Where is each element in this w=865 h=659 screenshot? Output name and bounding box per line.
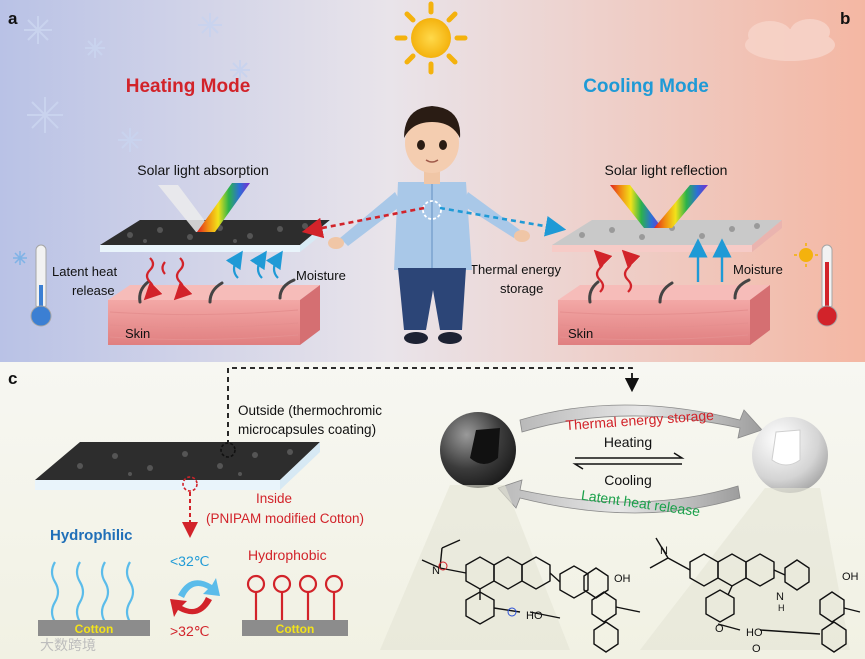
hydrophobic-chains bbox=[246, 574, 344, 622]
temp-low-label: <32℃ bbox=[170, 553, 209, 569]
dark-microcapsule-sphere bbox=[440, 412, 516, 488]
absorbed-light-beam bbox=[158, 183, 250, 232]
molecule-right-h: H bbox=[778, 603, 785, 613]
heating-label: Heating bbox=[604, 434, 652, 450]
solar-absorption-label: Solar light absorption bbox=[137, 162, 269, 178]
panel-c-letter: c bbox=[8, 369, 17, 388]
microcapsule-connector-arrow bbox=[227, 367, 640, 445]
inside-label-line1: Inside bbox=[256, 491, 292, 506]
latent-heat-label-line2: release bbox=[72, 283, 115, 298]
thermal-storage-label-line2: storage bbox=[500, 281, 543, 296]
watermark-text: 大数跨境 bbox=[40, 637, 96, 653]
snowflake-icons bbox=[24, 13, 250, 152]
temp-high-label: >32℃ bbox=[170, 623, 209, 639]
cooling-moisture-arrows bbox=[688, 238, 732, 282]
latent-heat-label-line1: Latent heat bbox=[52, 264, 117, 279]
cotton-label-right: Cotton bbox=[276, 622, 315, 636]
molecule-right-oh-top: OH bbox=[842, 571, 859, 583]
outside-label-line2: microcapsules coating) bbox=[238, 422, 376, 437]
molecule-right-o: O bbox=[715, 623, 724, 635]
cooling-skin-block bbox=[558, 278, 770, 345]
inside-label-line2: (PNIPAM modified Cotton) bbox=[206, 511, 364, 526]
heating-fabric bbox=[100, 220, 330, 252]
cooling-moisture-label: Moisture bbox=[733, 262, 783, 277]
reflected-light-beam bbox=[610, 185, 708, 228]
positive-charge-icon bbox=[438, 561, 448, 571]
cloud-icon bbox=[745, 19, 835, 61]
heating-skin-block bbox=[108, 278, 320, 345]
cooling-label: Cooling bbox=[604, 472, 651, 488]
molecule-left-n: N bbox=[432, 565, 440, 577]
cold-thermometer-icon bbox=[13, 244, 52, 327]
moisture-arrows bbox=[225, 250, 283, 279]
molecule-left-ho: HO bbox=[526, 610, 543, 622]
panel-a-letter: a bbox=[8, 9, 18, 28]
light-microcapsule-sphere bbox=[752, 417, 828, 493]
zoom-cone-right bbox=[640, 488, 850, 650]
molecule-colored-form bbox=[421, 539, 641, 653]
bottom-fabric bbox=[35, 442, 320, 492]
cooling-skin-label: Skin bbox=[568, 326, 593, 341]
molecule-carbonyl-o: O bbox=[752, 643, 761, 655]
sun-icon bbox=[394, 1, 468, 75]
equilibrium-arrows bbox=[572, 452, 685, 470]
cooling-mode-arrow bbox=[439, 206, 567, 237]
heating-moisture-label: Moisture bbox=[296, 268, 346, 283]
heating-mode-arrow bbox=[301, 206, 425, 239]
molecule-left-oh-top: OH bbox=[614, 573, 631, 585]
heat-storage-arrows bbox=[593, 249, 641, 293]
cotton-substrate-left bbox=[38, 620, 150, 636]
hydrophilic-label: Hydrophilic bbox=[50, 527, 133, 544]
cotton-substrate-right bbox=[242, 620, 348, 636]
boy-figure bbox=[328, 106, 530, 344]
cooling-mode-title: Cooling Mode bbox=[583, 76, 709, 97]
zoom-cone-left bbox=[380, 485, 570, 650]
negative-charge-icon bbox=[507, 607, 517, 617]
solar-reflection-label: Solar light reflection bbox=[605, 162, 728, 178]
heating-skin-label: Skin bbox=[125, 326, 150, 341]
cotton-label-left: Cotton bbox=[75, 622, 114, 636]
hydrophilic-chains bbox=[50, 561, 135, 623]
heating-mode-title: Heating Mode bbox=[126, 76, 251, 97]
molecule-right-n: N bbox=[660, 545, 668, 557]
reversible-switch-icon bbox=[170, 578, 220, 617]
molecule-leuco-form bbox=[649, 537, 861, 653]
hot-thermometer-icon bbox=[794, 243, 838, 327]
molecule-right-n2: N bbox=[776, 591, 784, 603]
thermal-storage-label-line1: Thermal energy bbox=[470, 262, 562, 277]
molecule-right-ho: HO bbox=[746, 627, 763, 639]
heat-release-arrows bbox=[143, 257, 193, 301]
outside-label-line1: Outside (thermochromic bbox=[238, 403, 382, 418]
panel-b-letter: b bbox=[840, 9, 850, 28]
hydrophobic-label: Hydrophobic bbox=[248, 547, 327, 563]
